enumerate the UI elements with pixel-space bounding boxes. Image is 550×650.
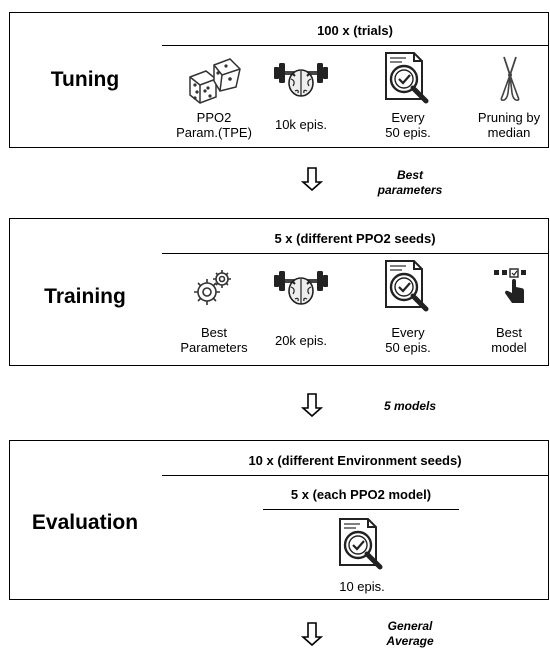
evaluation-panel: Evaluation 10 x (different Environment s… [9,440,549,600]
tuning-header: 100 x (trials) [317,23,393,38]
training-item-label: 20k epis. [274,333,328,348]
down-arrow-icon [300,393,324,417]
five-models-note: 5 models [383,399,437,413]
select-hand-icon [492,267,528,307]
brain-barbell-icon [273,53,329,103]
brain-barbell-icon [273,261,329,311]
evaluation-divider [162,475,548,476]
checklist-magnifier-icon [380,257,438,315]
training-divider [162,253,548,254]
pruning-shears-icon [490,53,530,103]
down-arrow-icon [300,622,324,646]
evaluation-header: 10 x (different Environment seeds) [248,453,462,468]
tuning-divider [162,45,548,46]
down-arrow-icon [300,167,324,191]
evaluation-subheader: 5 x (each PPO2 model) [290,487,432,502]
checklist-magnifier-icon [380,49,438,107]
tuning-stage-title: Tuning [50,68,120,91]
evaluation-stage-title: Evaluation [31,511,139,534]
evaluation-subdivider [263,509,459,510]
checklist-magnifier-icon [334,515,392,573]
training-header: 5 x (different PPO2 seeds) [274,231,436,246]
training-stage-title: Training [44,285,126,308]
training-panel: Training 5 x (different PPO2 seeds) Best… [9,218,549,366]
evaluation-item-label: 10 epis. [339,579,385,594]
tuning-item-label: 10k epis. [274,117,328,132]
gears-icon [190,267,234,311]
dice-icon [186,55,242,105]
